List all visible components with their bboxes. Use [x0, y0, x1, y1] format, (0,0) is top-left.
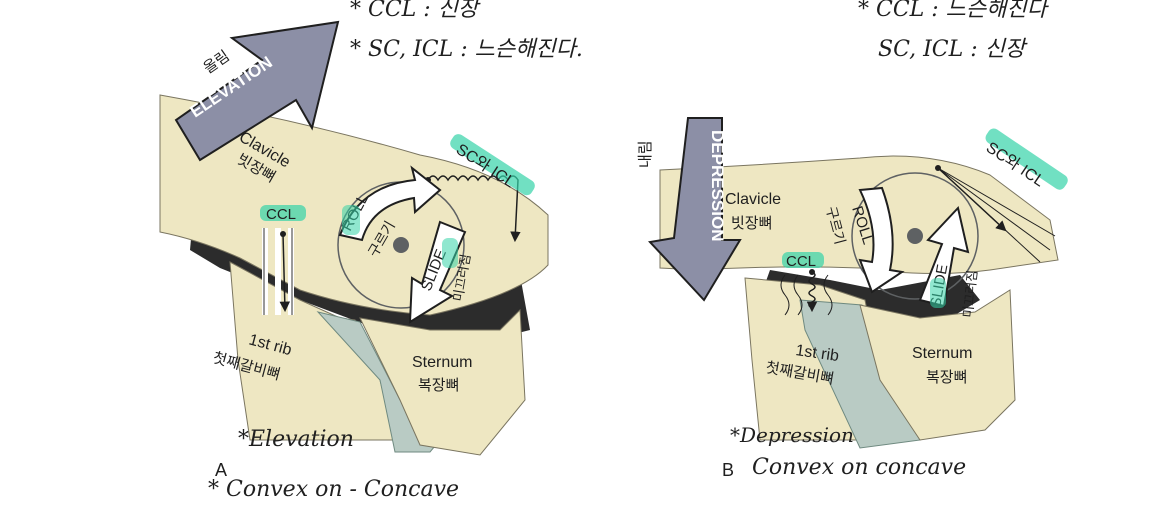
panel-b-roll-arrow: [858, 186, 905, 294]
panel-a-letter: A: [215, 460, 227, 480]
panel-a-note-top-2: * SC, ICL : 느슨해진다.: [350, 37, 583, 62]
panel-a-roll-arrow: [338, 165, 442, 242]
panel-a-ccl-label: CCL: [266, 206, 296, 223]
panel-b-sternum-label: Sternum: [912, 345, 972, 362]
panel-b-first-rib-label: 1st rib: [794, 342, 840, 365]
panel-a-highlight-sc: [450, 134, 535, 196]
panel-b-highlight-sc: [985, 128, 1068, 190]
panel-b-depression-arrow[interactable]: [648, 117, 742, 302]
panel-b-depression-korean: 내림: [637, 140, 654, 168]
panel-b-slide-korean: 미끄러짐: [960, 269, 980, 318]
panel-b-ccl-label: CCL: [786, 253, 816, 270]
panel-a-sternum-korean: 복장뼈: [418, 377, 459, 394]
panel-b: DEPRESSION 내림 ROLL 구르기 SLIDE 미끄러짐 SC와 IC…: [637, 0, 1068, 480]
panel-b-sternum: [859, 289, 1016, 441]
panel-b-clavicle-korean: 빗장뼈: [731, 215, 772, 232]
panel-b-note-bottom-1: *Depression: [730, 423, 854, 447]
panel-a-highlight-ccl: [260, 205, 306, 221]
panel-b-note-top-2: SC, ICL : 신장: [878, 37, 1028, 62]
panel-a-sternum-label: Sternum: [412, 354, 472, 371]
panel-b-ccl-ligament: [780, 269, 833, 316]
panel-a-note-top-1: * CCL : 신장: [350, 0, 481, 22]
panel-a: ELEVATION 올림 ROLL 구르기 SLIDE 미끄러짐 SC와 ICL…: [159, 0, 583, 502]
panel-b-clavicle-label: Clavicle: [725, 191, 781, 208]
panel-a-highlight-roll: [342, 205, 360, 235]
panel-b-note-top-1: * CCL : 느슨해진다: [858, 0, 1050, 22]
panel-a-elevation-korean: 올림: [201, 48, 233, 78]
panel-b-sternum-korean: 복장뼈: [926, 369, 967, 386]
panel-a-note-bottom-1: *Elevation: [238, 427, 354, 452]
panel-a-elevation-arrow[interactable]: [174, 20, 340, 162]
panel-a-axis-dot: [393, 237, 409, 253]
panel-b-letter: B: [722, 460, 734, 480]
panel-b-highlight-ccl: [782, 252, 824, 268]
panel-b-depression-label: DEPRESSION: [708, 130, 727, 241]
panel-b-highlight-slide: [930, 278, 946, 308]
panel-a-note-bottom-2: * Convex on - Concave: [208, 477, 459, 502]
panel-b-sc-icl-ligament: [935, 165, 1056, 263]
panel-a-sternum: [359, 308, 526, 456]
panel-b-axis-dot: [907, 228, 923, 244]
panel-b-note-bottom-2: Convex on concave: [752, 455, 966, 480]
panel-a-highlight-slide: [442, 238, 458, 268]
panel-b-joint-circle: [851, 172, 979, 300]
panel-a-ccl-ligament: [262, 228, 294, 315]
